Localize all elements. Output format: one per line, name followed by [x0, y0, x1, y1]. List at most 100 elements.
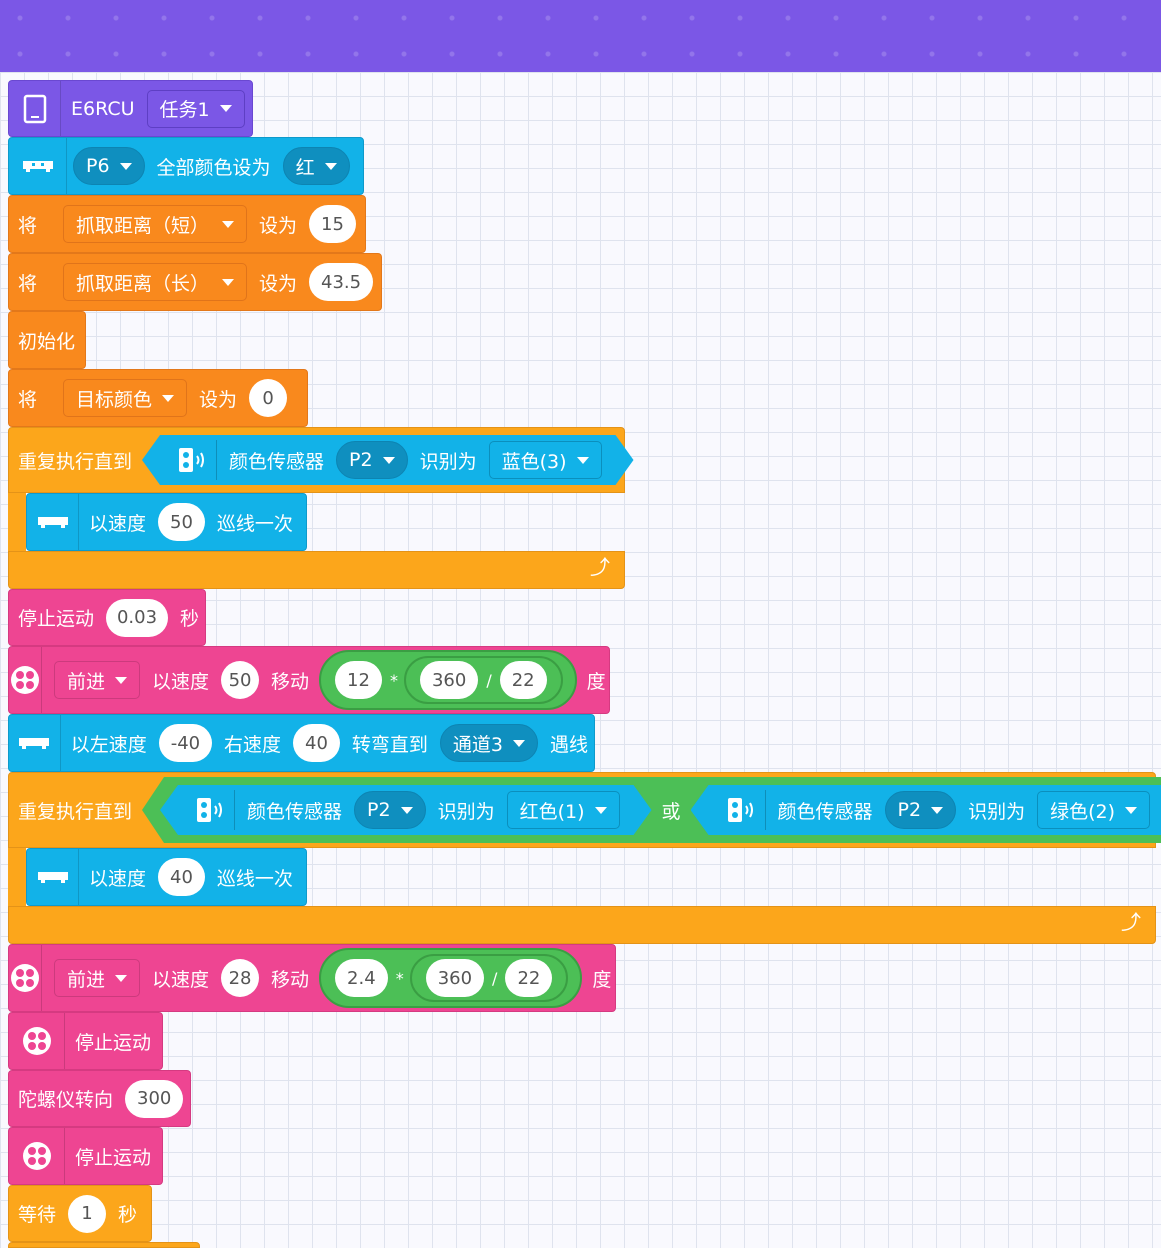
sensor-label: 颜色传感器 — [777, 800, 873, 823]
led-block[interactable]: P6 全部颜色设为 红 — [8, 137, 364, 195]
start-block[interactable]: E6RCU 任务1 — [8, 80, 253, 137]
init-label: 初始化 — [18, 330, 76, 353]
loop-arrow-icon: ⤴ — [1121, 910, 1141, 934]
gyro-turn-block[interactable]: 陀螺仪转向 300 — [8, 1070, 191, 1127]
operand-input[interactable]: 22 — [499, 661, 547, 699]
color-sensor-icon — [168, 440, 217, 480]
operand-input[interactable]: 360 — [419, 661, 479, 699]
repeat-until-block[interactable]: 重复执行直到 颜色传感器 P2 识别为 蓝色(3) 以速度 50 巡线一次 ⤴ — [8, 427, 625, 589]
degree-label: 度 — [586, 670, 606, 693]
left-speed-input[interactable]: -40 — [158, 724, 213, 762]
channel-dropdown[interactable]: 通道3 — [439, 724, 538, 762]
or-condition[interactable]: 颜色传感器 P2 识别为 红色(1) 或 颜色传感器 P2 识别为 绿色(2) — [142, 777, 1161, 843]
turn-until-line-block[interactable]: 以左速度 -40 右速度 40 转弯直到 通道3 遇线 — [8, 714, 595, 772]
gyro-label: 陀螺仪转向 — [18, 1089, 114, 1111]
math-expression[interactable]: 12 * 360 / 22 — [319, 650, 577, 710]
task-dropdown[interactable]: 任务1 — [146, 89, 245, 128]
port-dropdown[interactable]: P6 — [73, 147, 145, 185]
top-bar — [0, 0, 1161, 72]
speed-input[interactable]: 50 — [221, 661, 260, 699]
value-input[interactable]: 43.5 — [309, 263, 374, 301]
speed-label: 以速度 — [89, 867, 147, 890]
math-expression[interactable]: 2.4 * 360 / 22 — [319, 948, 583, 1008]
time-input[interactable]: 1 — [68, 1194, 107, 1233]
multiply-operator: * — [389, 670, 398, 690]
right-speed-input[interactable]: 40 — [293, 724, 340, 762]
led-label: 全部颜色设为 — [156, 156, 271, 179]
variable-dropdown[interactable]: 抓取距离（长） — [63, 263, 248, 301]
stop-motion-block[interactable]: 停止运动 — [8, 1127, 163, 1185]
color-dropdown[interactable]: 绿色(2) — [1037, 791, 1150, 829]
color-dropdown[interactable]: 蓝色(3) — [489, 441, 602, 479]
seconds-label: 秒 — [118, 1204, 138, 1226]
multiply-operator: * — [395, 968, 404, 988]
angle-input[interactable]: 300 — [125, 1079, 184, 1118]
time-input[interactable]: 0.03 — [106, 598, 168, 637]
motor-wheel-icon — [9, 1013, 65, 1069]
stop-motion-time-block[interactable]: 停止运动 0.03 秒 — [8, 589, 206, 646]
color-sensor-icon — [186, 790, 235, 830]
loop-label: 重复执行直到 — [18, 450, 133, 473]
right-speed-label: 右速度 — [224, 733, 282, 756]
stop-label: 停止运动 — [75, 1146, 152, 1169]
port-dropdown[interactable]: P2 — [885, 791, 957, 829]
turn-until-label: 转弯直到 — [351, 733, 428, 756]
variable-dropdown[interactable]: 抓取距离（短） — [63, 205, 248, 243]
move-label: 移动 — [271, 968, 310, 991]
line-follow-block[interactable]: 以速度 40 巡线一次 — [26, 848, 307, 906]
recognize-label: 识别为 — [968, 800, 1026, 823]
value-input[interactable]: 15 — [309, 205, 356, 243]
init-block[interactable]: 初始化 — [8, 311, 86, 369]
operand-input[interactable]: 2.4 — [335, 959, 388, 997]
speed-label: 以速度 — [89, 512, 147, 535]
color-sensor-condition[interactable]: 颜色传感器 P2 识别为 红色(1) — [160, 785, 652, 835]
set-prefix: 将 — [18, 272, 38, 295]
degree-label: 度 — [592, 968, 612, 991]
color-dropdown[interactable]: 红 — [282, 147, 350, 185]
seconds-label: 秒 — [179, 608, 199, 630]
variable-dropdown[interactable]: 目标颜色 — [63, 379, 188, 417]
set-variable-block[interactable]: 将 目标颜色 设为 0 — [8, 369, 308, 427]
loop-arrow-icon: ⤴ — [590, 555, 610, 579]
wait-block[interactable]: 等待 1 秒 — [8, 1185, 152, 1242]
next-block[interactable] — [8, 1242, 200, 1248]
repeat-until-block[interactable]: 重复执行直到 颜色传感器 P2 识别为 红色(1) 或 颜色传感器 P2 识别为… — [8, 772, 1156, 944]
line-sensor-icon — [9, 715, 61, 771]
math-expression[interactable]: 360 / 22 — [409, 954, 569, 1002]
operand-input[interactable]: 22 — [505, 959, 553, 997]
recognize-label: 识别为 — [419, 450, 477, 473]
operand-input[interactable]: 12 — [335, 661, 382, 699]
set-mid: 设为 — [259, 214, 298, 237]
move-degrees-block[interactable]: 前进 以速度 28 移动 2.4 * 360 / 22 度 — [8, 944, 616, 1012]
speed-input[interactable]: 40 — [158, 858, 205, 896]
speed-input[interactable]: 28 — [221, 959, 260, 997]
divide-operator: / — [492, 968, 498, 988]
port-dropdown[interactable]: P2 — [336, 441, 408, 479]
set-variable-block[interactable]: 将 抓取距离（短） 设为 15 — [8, 195, 366, 253]
stop-motion-block[interactable]: 停止运动 — [8, 1012, 163, 1070]
operand-input[interactable]: 360 — [425, 959, 485, 997]
recognize-label: 识别为 — [437, 800, 495, 823]
move-label: 移动 — [271, 670, 310, 693]
set-mid: 设为 — [199, 388, 238, 411]
direction-dropdown[interactable]: 前进 — [54, 661, 141, 699]
motor-wheel-icon — [9, 1128, 65, 1184]
stop-label: 停止运动 — [75, 1031, 152, 1054]
set-prefix: 将 — [18, 214, 38, 237]
start-label: E6RCU — [71, 97, 135, 120]
direction-dropdown[interactable]: 前进 — [54, 959, 141, 997]
line-once-label: 巡线一次 — [216, 867, 293, 890]
color-sensor-condition[interactable]: 颜色传感器 P2 识别为 蓝色(3) — [142, 435, 634, 485]
line-sensor-icon — [27, 494, 79, 550]
speed-input[interactable]: 50 — [158, 503, 205, 541]
move-degrees-block[interactable]: 前进 以速度 50 移动 12 * 360 / 22 度 — [8, 646, 610, 714]
value-input[interactable]: 0 — [249, 379, 288, 417]
color-dropdown[interactable]: 红色(1) — [507, 791, 620, 829]
or-label: 或 — [661, 800, 681, 823]
port-dropdown[interactable]: P2 — [354, 791, 426, 829]
line-follow-block[interactable]: 以速度 50 巡线一次 — [26, 493, 307, 551]
color-sensor-condition[interactable]: 颜色传感器 P2 识别为 绿色(2) — [691, 785, 1161, 835]
sensor-label: 颜色传感器 — [247, 800, 343, 823]
math-expression[interactable]: 360 / 22 — [403, 656, 563, 704]
set-variable-block[interactable]: 将 抓取距离（长） 设为 43.5 — [8, 253, 382, 311]
